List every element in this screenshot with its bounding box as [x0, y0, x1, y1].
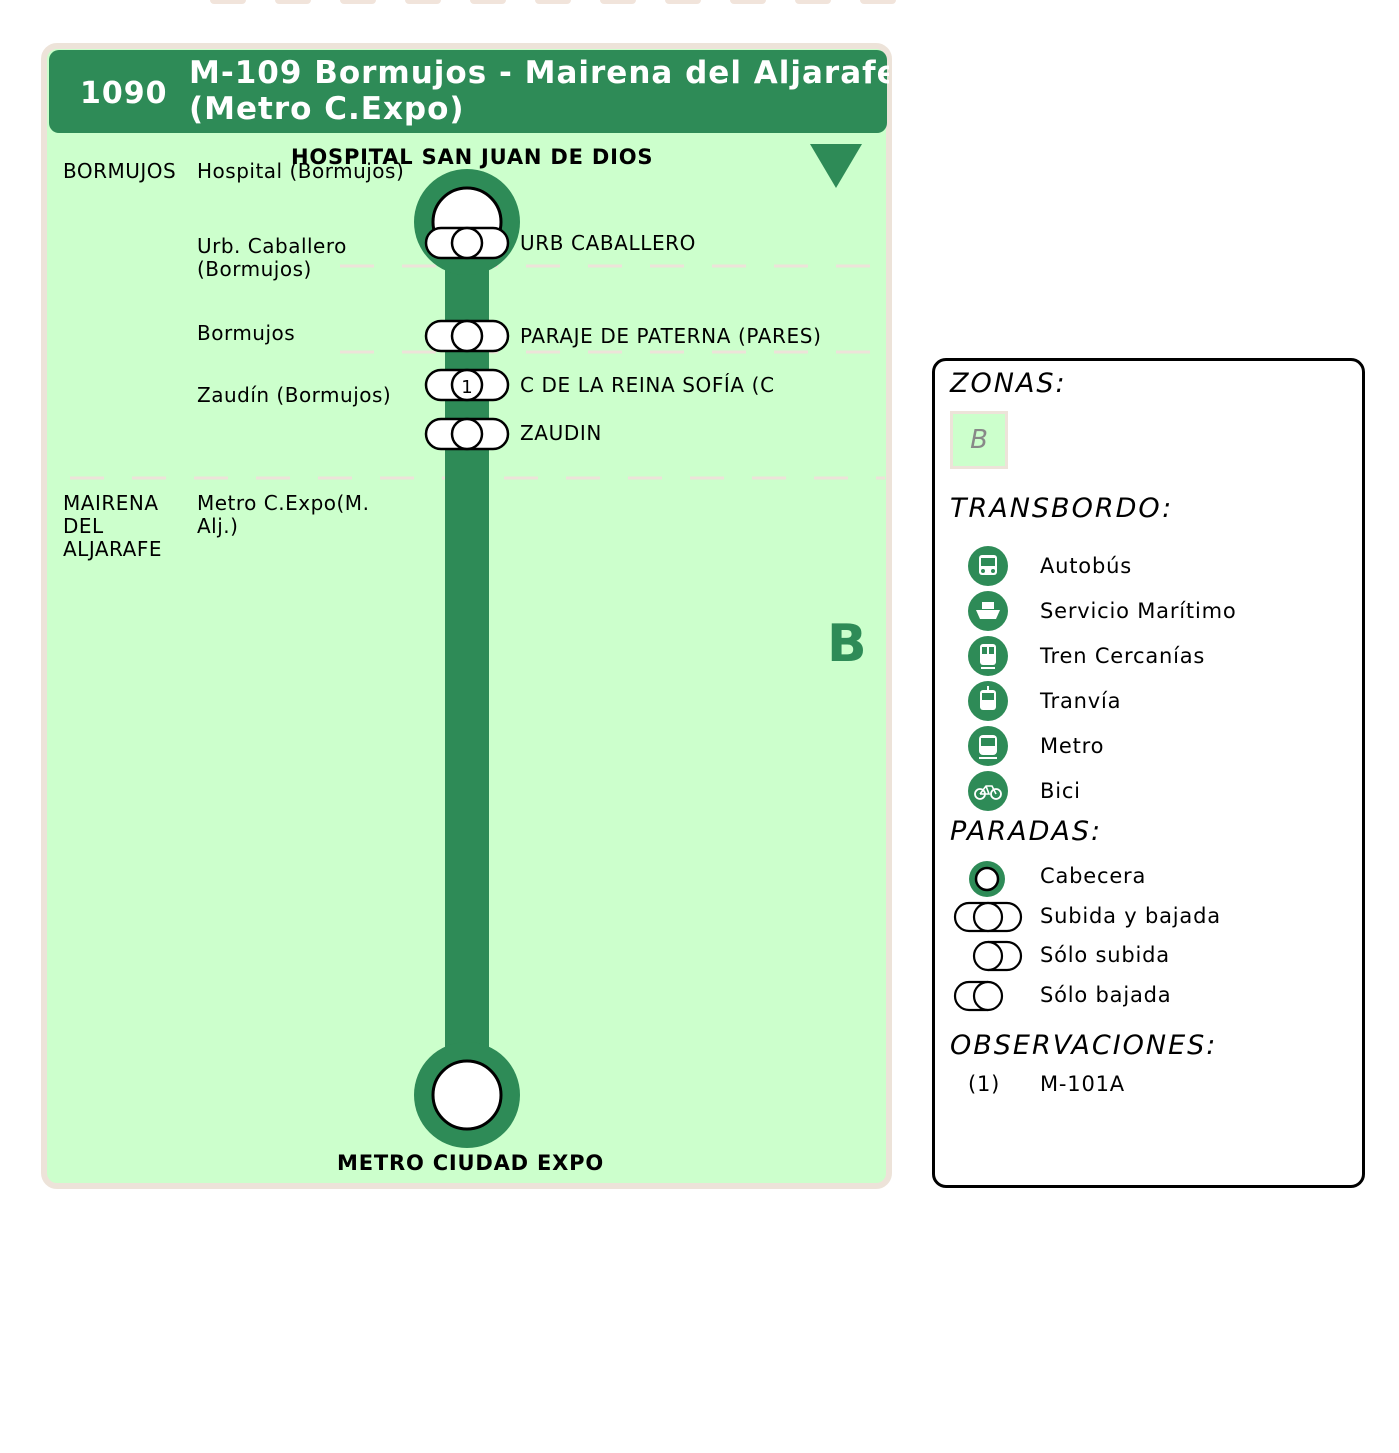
town-label: MAIRENA DEL ALJARAFE [63, 491, 162, 561]
route-title-line-1: M-109 Bormujos - Mairena del Aljarafe [189, 55, 889, 91]
stop-area-name: Urb. Caballero (Bormujos) [197, 234, 347, 281]
town-label: BORMUJOS [63, 159, 177, 183]
subida-bajada-stop-icon [953, 901, 1023, 933]
stop-marker-urb-caballero[interactable] [424, 226, 510, 260]
legend-transbordo-label: Bici [1040, 779, 1081, 803]
legend-parada-label: Cabecera [1040, 864, 1147, 888]
zone-letter: B [827, 614, 867, 674]
stop-area-name: Zaudín (Bormujos) [197, 383, 392, 407]
legend-parada-label: Subida y bajada [1040, 904, 1221, 928]
legend-transbordo-label: Autobús [1040, 554, 1132, 578]
stop-marker-reina-sofia[interactable]: 1 [424, 368, 510, 402]
cabecera-stop-icon [969, 861, 1005, 897]
stop-marker-paraje-de-paterna[interactable] [424, 319, 510, 353]
metro-icon [968, 726, 1008, 766]
legend-transbordo-label: Servicio Marítimo [1040, 599, 1237, 623]
stop-area-name: Hospital (Bormujos) [197, 159, 405, 183]
stop-note-ref: 1 [461, 377, 472, 398]
route-line [445, 215, 489, 1095]
route-title: M-109 Bormujos - Mairena del Aljarafe (M… [189, 55, 889, 131]
legend-parada-label: Sólo subida [1040, 943, 1170, 967]
legend-panel [932, 358, 1365, 1188]
legend-observaciones-title: OBSERVACIONES: [950, 1030, 1218, 1061]
stop-marker-end[interactable] [414, 1042, 520, 1148]
stop-area-name: Metro C.Expo(M. Alj.) [197, 491, 370, 538]
legend-observacion-text: M-101A [1040, 1072, 1125, 1096]
top-decoration [210, 0, 900, 6]
stop-label: PARAJE DE PATERNA (PARES) [520, 324, 822, 348]
legend-transbordo-title: TRANSBORDO: [950, 493, 1174, 524]
bus-icon [968, 546, 1008, 586]
stop-label: URB CABALLERO [520, 231, 697, 255]
ship-icon [968, 591, 1008, 631]
legend-transbordo-label: Tren Cercanías [1040, 644, 1206, 668]
zone-separator-1 [340, 253, 885, 268]
start-terminal-label: HOSPITAL SAN JUAN DE DIOS [291, 145, 654, 169]
stop-marker-zaudin[interactable] [424, 417, 510, 451]
solo-subida-stop-icon [972, 940, 1023, 972]
legend-zone-box: B [950, 411, 1008, 469]
zone-separator-2 [340, 339, 885, 354]
town-separator [70, 465, 885, 480]
legend-paradas-title: PARADAS: [950, 816, 1103, 847]
legend-zonas-title: ZONAS: [950, 368, 1067, 399]
train-icon [968, 636, 1008, 676]
route-title-line-2: (Metro C.Expo) [189, 91, 465, 127]
legend-parada-label: Sólo bajada [1040, 983, 1172, 1007]
direction-arrow-icon [808, 142, 864, 194]
tram-icon [968, 681, 1008, 721]
route-header [49, 50, 887, 133]
stop-area-name: Bormujos [197, 321, 296, 345]
route-line-diagram: 1 [414, 169, 520, 1148]
legend-transbordo-label: Tranvía [1040, 689, 1122, 713]
end-terminal-label: METRO CIUDAD EXPO [337, 1151, 604, 1175]
stop-label: C DE LA REINA SOFÍA (C [520, 373, 775, 397]
stop-label: ZAUDIN [520, 421, 602, 445]
legend-transbordo-label: Metro [1040, 734, 1105, 758]
route-number: 1090 [80, 76, 168, 111]
bike-icon [968, 771, 1008, 811]
legend-observacion-ref: (1) [968, 1072, 1001, 1096]
solo-bajada-stop-icon [953, 980, 1004, 1012]
